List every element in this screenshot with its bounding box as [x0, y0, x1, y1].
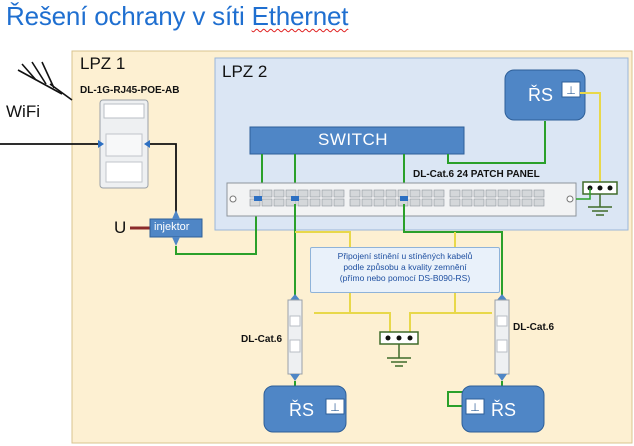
- rs-top-ground-terminal: [561, 81, 581, 98]
- patch-port: [521, 198, 533, 207]
- poe-device-label: DL-1G-RJ45-POE-AB: [80, 85, 180, 96]
- patch-port: [261, 189, 273, 198]
- patch-port: [349, 198, 361, 207]
- patch-port: [309, 198, 321, 207]
- patch-port: [461, 198, 473, 207]
- patch-port: [273, 189, 285, 198]
- panel-to-right-dl-cable: [403, 204, 503, 300]
- patch-port: [485, 189, 497, 198]
- rs-top-label: ŘS: [528, 85, 554, 105]
- patch-port: [321, 189, 333, 198]
- rs-bottom-left-label: ŘS: [289, 400, 315, 420]
- patch-port: [473, 189, 485, 198]
- poe-protector-device: [98, 99, 150, 189]
- poe-out-cable: [148, 143, 177, 218]
- patch-port: [473, 198, 485, 207]
- panel-ground-wire: [576, 188, 591, 200]
- injector-to-panel-cable: [175, 204, 257, 255]
- patch-port: [497, 198, 509, 207]
- patch-port: [421, 189, 433, 198]
- patch-port: [273, 198, 285, 207]
- patch-port: [361, 198, 373, 207]
- lpz1-label: LPZ 1: [80, 54, 126, 73]
- note-line-1: Připojení stínění u stíněných kabelů: [337, 251, 473, 261]
- svg-text:⊥: ⊥: [330, 401, 340, 414]
- patch-port: [509, 189, 521, 198]
- shield-connection-note: Připojení stínění u stíněných kabelů pod…: [310, 247, 500, 293]
- patch-port: [349, 189, 361, 198]
- patch-port: [533, 198, 545, 207]
- title-ethernet: Ethernet: [251, 1, 349, 31]
- dl-cat6-left-label: DL-Cat.6: [241, 334, 283, 345]
- patch-port: [373, 198, 385, 207]
- patch-port: [385, 189, 397, 198]
- note-line-3: (přímo nebo pomocí DS-B090-RS): [339, 273, 471, 284]
- rs-top-shield-line: [580, 92, 601, 185]
- page-title: Řešení ochrany v síti Ethernet: [6, 1, 348, 32]
- patch-port: [249, 189, 261, 198]
- rs-bottom-right-label: ŘS: [491, 400, 517, 420]
- dl-cat6-right-label: DL-Cat.6: [513, 322, 555, 333]
- patch-port: [309, 189, 321, 198]
- antenna-icon: [17, 61, 73, 101]
- patch-port: [297, 189, 309, 198]
- patch-port: [385, 198, 397, 207]
- note-line-2: podle způsobu a kvality zemnění: [343, 262, 467, 273]
- patch-port: [485, 198, 497, 207]
- ground-symbol-middle: [387, 344, 411, 367]
- rs-bottom-left-box: [263, 385, 347, 433]
- mid-shield-line-b: [409, 312, 455, 332]
- rs-bottom-left-ground-terminal: [325, 398, 345, 415]
- dl-cat6-right-device: [494, 294, 510, 381]
- title-prefix: Řešení ochrany v síti: [6, 1, 252, 31]
- patch-port: [397, 189, 409, 198]
- patch-port: [333, 198, 345, 207]
- patch-port: [521, 189, 533, 198]
- patch-port: [321, 198, 333, 207]
- patch-port: [421, 198, 433, 207]
- wifi-label: WiFi: [6, 102, 40, 121]
- u-label: U: [114, 218, 127, 237]
- patch-port: [333, 189, 345, 198]
- patch-port: [449, 198, 461, 207]
- patch-port: [461, 189, 473, 198]
- injector-arrow-up: [172, 210, 180, 219]
- patch-port: [297, 198, 309, 207]
- rs-bottom-right-ground-terminal: [465, 398, 485, 415]
- patch-port: [449, 189, 461, 198]
- injector-label: injektor: [154, 221, 190, 233]
- switch-label: SWITCH: [318, 130, 389, 149]
- svg-text:⊥: ⊥: [566, 84, 576, 97]
- ground-symbol-right: [588, 194, 612, 216]
- patch-port: [373, 189, 385, 198]
- svg-text:⊥: ⊥: [470, 401, 480, 414]
- patch-port: [285, 189, 297, 198]
- lpz2-label: LPZ 2: [222, 62, 268, 81]
- patch-port: [497, 189, 509, 198]
- rs-bottom-right-box: [461, 385, 545, 433]
- dl-cat6-left-device: [287, 294, 303, 381]
- patch-port: [433, 198, 445, 207]
- patch-port: [261, 198, 273, 207]
- patch-panel: [226, 182, 577, 217]
- patch-port: [509, 198, 521, 207]
- patch-port: [409, 189, 421, 198]
- patch-port: [433, 189, 445, 198]
- mid-shield-line-a: [350, 312, 391, 332]
- patch-port: [361, 189, 373, 198]
- switch-box: [249, 126, 465, 155]
- patch-port: [409, 198, 421, 207]
- patch-port: [533, 189, 545, 198]
- injector-arrow-down: [172, 237, 180, 246]
- patch-panel-label: DL-Cat.6 24 PATCH PANEL: [413, 169, 540, 180]
- switch-to-rs-top-cable: [447, 121, 546, 164]
